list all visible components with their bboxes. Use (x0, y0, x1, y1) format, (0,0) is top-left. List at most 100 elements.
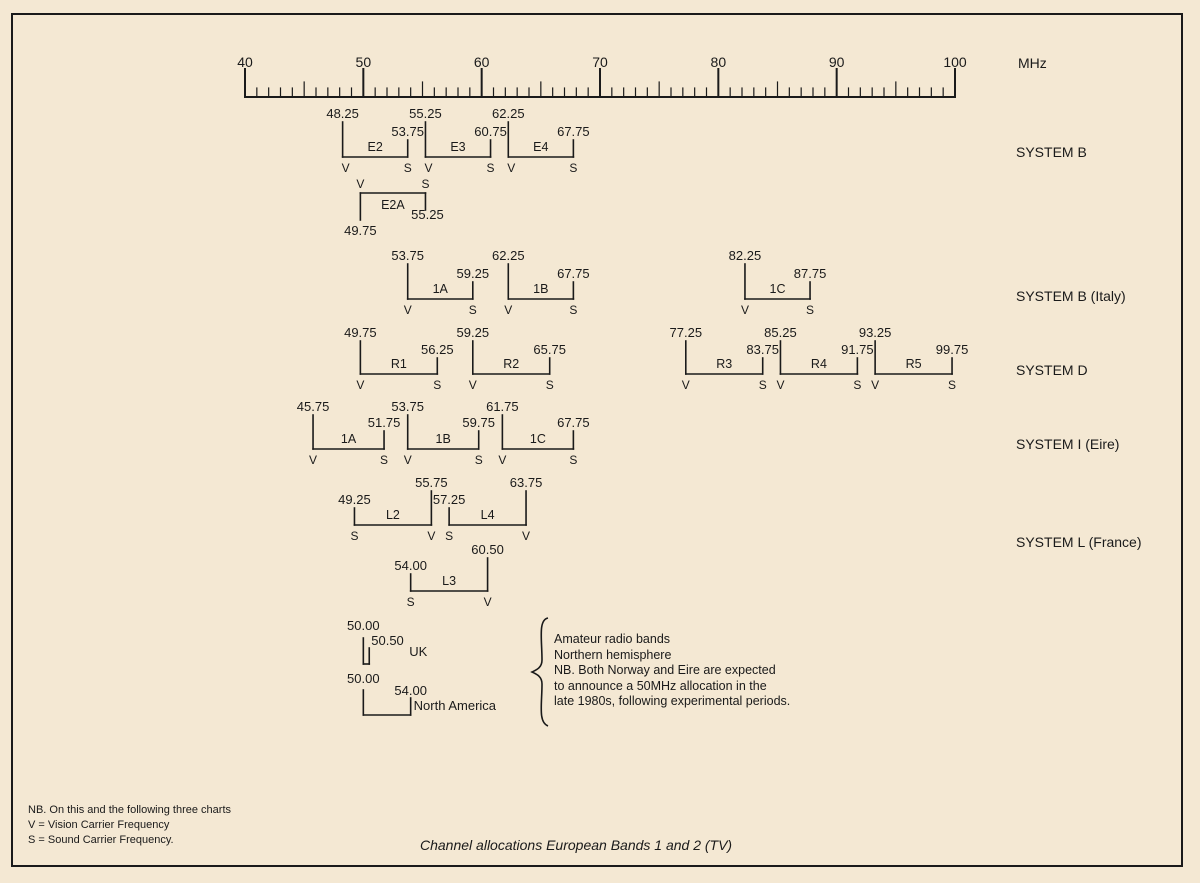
upper-frequency-label: 55.25 (411, 207, 444, 222)
upper-frequency-label: 50.50 (371, 633, 404, 648)
channel-name-label: R5 (906, 357, 922, 371)
upper-carrier-mark: V (522, 529, 530, 543)
system-label-b: SYSTEM B (1016, 144, 1087, 160)
lower-frequency-label: 62.25 (492, 106, 525, 121)
channel-name-label: 1C (770, 282, 786, 296)
lower-carrier-mark: V (871, 378, 879, 392)
channel-name-label: L4 (481, 508, 495, 522)
lower-carrier-mark: V (342, 161, 350, 175)
legend-line: NB. On this and the following three char… (28, 804, 231, 816)
legend-line: S = Sound Carrier Frequency. (28, 834, 174, 846)
upper-carrier-mark: V (427, 529, 435, 543)
lower-frequency-label: 54.00 (394, 558, 427, 573)
upper-carrier-mark: S (569, 303, 577, 317)
channel-name-label: L2 (386, 508, 400, 522)
upper-carrier-mark: S (404, 161, 412, 175)
lower-carrier-mark: V (356, 378, 364, 392)
scale-tick-label: 70 (592, 54, 608, 70)
amateur-note: Amateur radio bands Northern hemisphere … (554, 632, 790, 710)
upper-carrier-mark: V (484, 595, 492, 609)
lower-carrier-mark: V (424, 161, 432, 175)
lower-carrier-mark: V (404, 303, 412, 317)
lower-carrier-mark: V (741, 303, 749, 317)
band-name-label: North America (414, 698, 497, 713)
channel-name-label: R2 (503, 357, 519, 371)
note-line: Northern hemisphere (554, 647, 672, 662)
lower-frequency-label: 53.75 (391, 399, 424, 414)
lower-frequency-label: 45.75 (297, 399, 330, 414)
lower-frequency-label: 48.25 (326, 106, 359, 121)
lower-frequency-label: 50.00 (347, 618, 380, 633)
channel-name-label: 1C (530, 432, 546, 446)
channel-name-label: R1 (391, 357, 407, 371)
upper-frequency-label: 65.75 (533, 342, 566, 357)
legend-line: V = Vision Carrier Frequency (28, 819, 170, 831)
upper-frequency-label: 87.75 (794, 266, 827, 281)
lower-frequency-label: 82.25 (729, 248, 762, 263)
channel-name-label: 1A (433, 282, 449, 296)
lower-frequency-label: 61.75 (486, 399, 519, 414)
lower-carrier-mark: V (309, 453, 317, 467)
upper-carrier-mark: S (853, 378, 861, 392)
lower-carrier-mark: V (776, 378, 784, 392)
band-name-label: UK (409, 644, 427, 659)
upper-frequency-label: 53.75 (391, 124, 424, 139)
channel-name-label: E2 (368, 140, 383, 154)
lower-frequency-label: 62.25 (492, 248, 525, 263)
lower-frequency-label: 53.75 (391, 248, 424, 263)
lower-frequency-label: 85.25 (764, 325, 797, 340)
lower-frequency-label: 57.25 (433, 492, 466, 507)
lower-carrier-mark: V (682, 378, 690, 392)
lower-carrier-mark: V (404, 453, 412, 467)
upper-carrier-mark: S (433, 378, 441, 392)
scale-tick-label: 50 (356, 54, 372, 70)
upper-frequency-label: 51.75 (368, 415, 401, 430)
note-line: NB. Both Norway and Eire are expected (554, 663, 776, 677)
upper-frequency-label: 99.75 (936, 342, 969, 357)
lower-frequency-label: 50.00 (347, 671, 380, 686)
note-line: Amateur radio bands (554, 632, 671, 646)
lower-carrier-mark: S (445, 529, 453, 543)
upper-frequency-label: 59.75 (462, 415, 495, 430)
note-line: late 1980s, following experimental perio… (554, 694, 791, 708)
upper-carrier-mark: S (469, 303, 477, 317)
lower-carrier-mark: S (407, 595, 415, 609)
upper-carrier-mark: S (569, 453, 577, 467)
system-label-d: SYSTEM D (1016, 362, 1088, 378)
upper-carrier-mark: S (380, 453, 388, 467)
channel-name-label: R3 (716, 357, 732, 371)
channel-name-label: L3 (442, 574, 456, 588)
channel-name-label: E2A (381, 198, 405, 212)
channel-name-label: 1B (533, 282, 548, 296)
scale-tick-label: 90 (829, 54, 845, 70)
lower-frequency-label: 49.75 (344, 325, 377, 340)
channel-name-label: E4 (533, 140, 548, 154)
upper-frequency-label: 55.75 (415, 475, 448, 490)
upper-frequency-label: 67.75 (557, 124, 590, 139)
lower-frequency-label: 59.25 (457, 325, 490, 340)
upper-frequency-label: 56.25 (421, 342, 454, 357)
upper-carrier-mark: S (759, 378, 767, 392)
upper-carrier-mark: S (421, 177, 429, 191)
upper-carrier-mark: S (487, 161, 495, 175)
channel-name-label: E3 (450, 140, 465, 154)
scale-tick-label: 80 (711, 54, 727, 70)
unit-label: MHz (1018, 55, 1047, 71)
lower-carrier-mark: S (350, 529, 358, 543)
upper-carrier-mark: S (569, 161, 577, 175)
scale-tick-label: 100 (943, 54, 967, 70)
lower-carrier-mark: V (469, 378, 477, 392)
system-label-l-france: SYSTEM L (France) (1016, 534, 1142, 550)
channel-name-label: 1A (341, 432, 357, 446)
upper-frequency-label: 60.75 (474, 124, 507, 139)
lower-frequency-label: 49.25 (338, 492, 371, 507)
lower-carrier-mark: V (356, 177, 364, 191)
channel-name-label: 1B (436, 432, 451, 446)
upper-frequency-label: 67.75 (557, 415, 590, 430)
system-label-i-eire: SYSTEM I (Eire) (1016, 436, 1120, 452)
upper-frequency-label: 91.75 (841, 342, 874, 357)
upper-frequency-label: 59.25 (457, 266, 490, 281)
upper-frequency-label: 60.50 (471, 542, 504, 557)
lower-carrier-mark: V (498, 453, 506, 467)
